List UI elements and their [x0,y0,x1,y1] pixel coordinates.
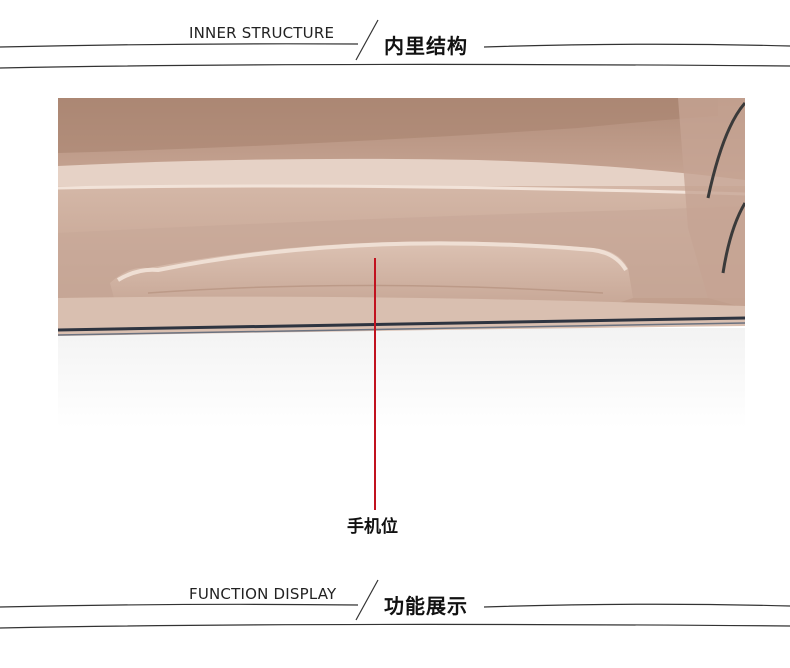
section-title-cn: 功能展示 [384,594,468,618]
section-header-function-display: FUNCTION DISPLAY 功能展示 [0,570,790,640]
header-rule-lines [0,579,790,629]
callout-label-phone-pocket: 手机位 [347,517,398,537]
section-title-en: FUNCTION DISPLAY [189,585,337,603]
callout-pointer-line [374,258,376,510]
section-title-en: INNER STRUCTURE [189,24,335,42]
bag-interior-photo [57,98,747,428]
section-header-inner-structure: INNER STRUCTURE 内里结构 [0,10,790,80]
header-rule-lines [0,19,790,69]
section-title-cn: 内里结构 [384,34,468,58]
